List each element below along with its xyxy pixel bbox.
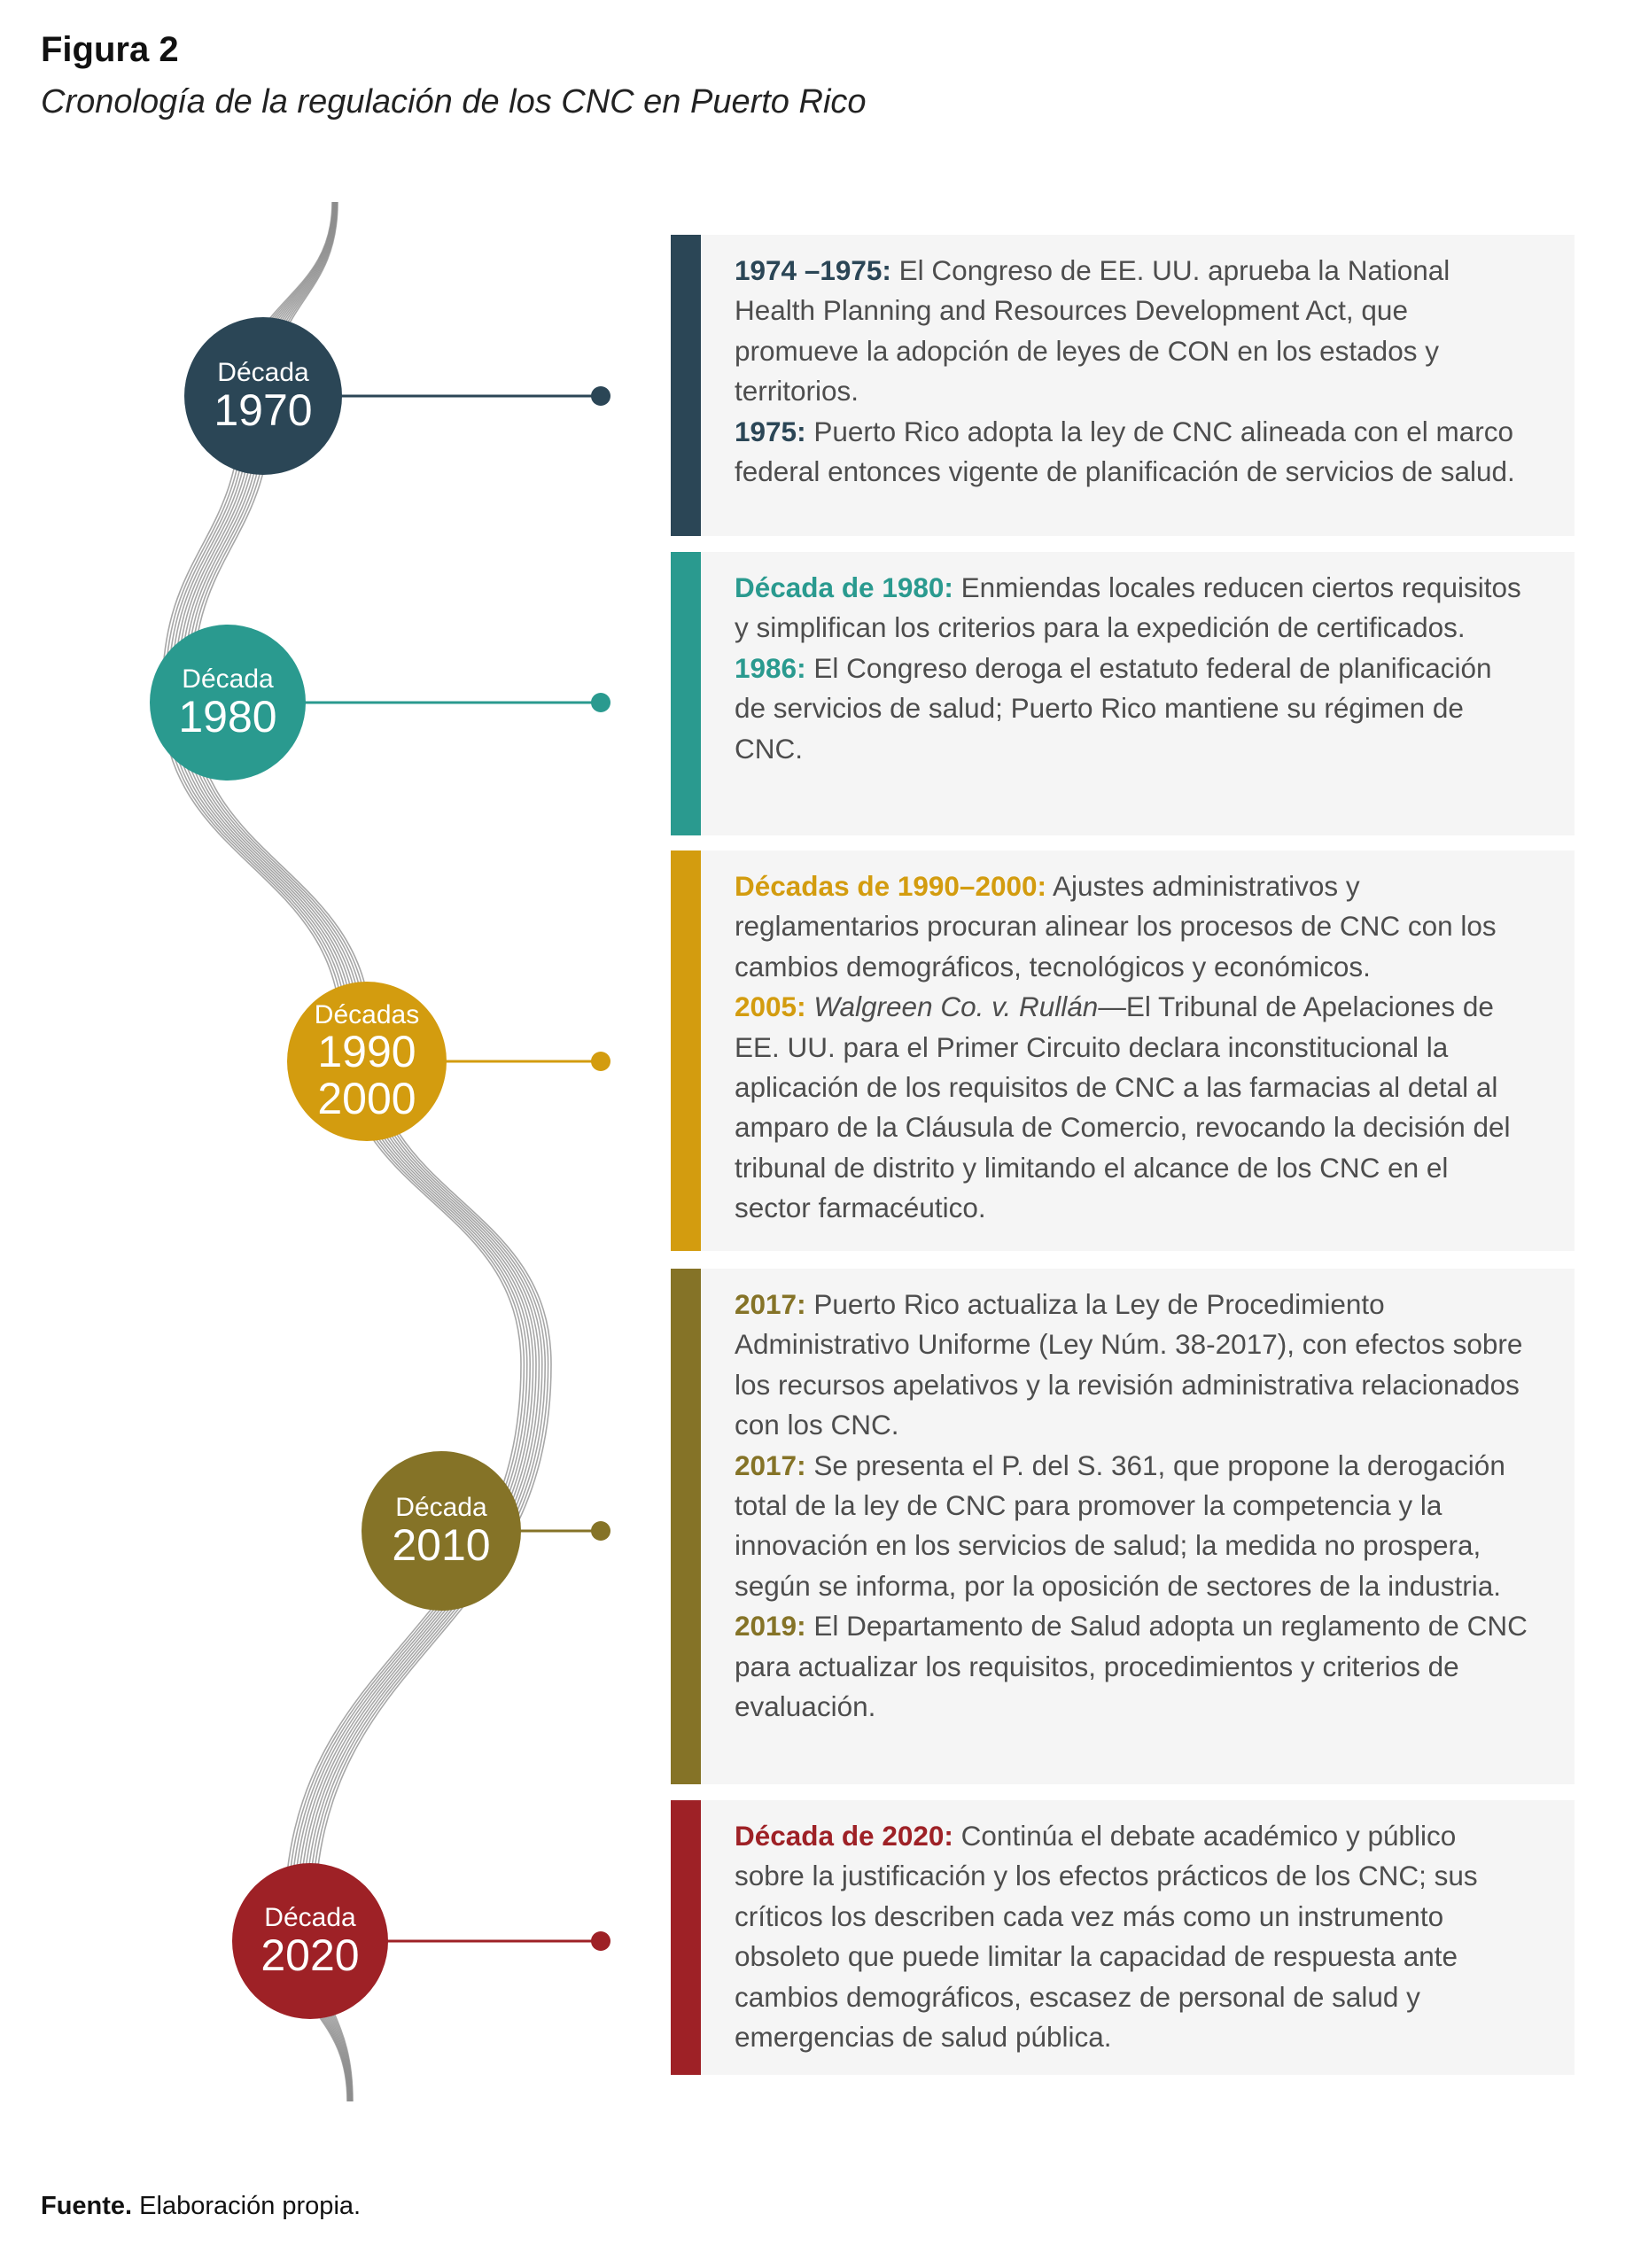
decade-label: Década — [182, 664, 274, 694]
decade-label: Década — [395, 1493, 487, 1522]
entry-text: Ajustes administrativos y reglamentarios… — [735, 870, 1497, 983]
entry-key: 1974 –1975: — [735, 254, 891, 286]
decade-year: 1970 — [214, 384, 313, 435]
decade-year-2: 2000 — [317, 1073, 416, 1123]
timeline-panel-1990-2000: Décadas de 1990–2000: Ajustes administra… — [671, 850, 1575, 1251]
spine-strand — [185, 201, 547, 2102]
panel-entry: 2017: Se presenta el P. del S. 361, que … — [735, 1446, 1530, 1607]
panel-text: Década de 2020: Continúa el debate acadé… — [735, 1816, 1530, 2057]
spine-strand — [164, 201, 525, 2102]
panel-entry: Década de 2020: Continúa el debate acadé… — [735, 1816, 1530, 2057]
entry-key: Década de 2020: — [735, 1820, 953, 1852]
decade-1990-2000-circle: Décadas 1990 2000 — [287, 982, 447, 1141]
entry-text: El Departamento de Salud adopta un regla… — [735, 1610, 1528, 1723]
panel-entry: Década de 1980: Enmiendas locales reduce… — [735, 568, 1530, 649]
timeline-panel-2010: 2017: Puerto Rico actualiza la Ley de Pr… — [671, 1269, 1575, 1784]
spine-strand — [167, 201, 528, 2102]
panel-entry: 2019: El Departamento de Salud adopta un… — [735, 1606, 1530, 1727]
panel-accent-bar — [671, 552, 701, 835]
spine-strand — [170, 201, 532, 2102]
entry-key: 1986: — [735, 651, 806, 684]
panel-accent-bar — [671, 1800, 701, 2075]
source-label: Fuente. — [41, 2192, 133, 2220]
panel-entry: 1974 –1975: El Congreso de EE. UU. aprue… — [735, 251, 1530, 412]
connectors — [228, 386, 610, 1951]
decade-label: Década — [217, 358, 309, 387]
spine-strand — [173, 201, 534, 2102]
entry-key: 1975: — [735, 415, 806, 447]
panel-entry: 1986: El Congreso deroga el estatuto fed… — [735, 649, 1530, 769]
entry-text: —El Tribunal de Apelaciones de EE. UU. p… — [735, 990, 1511, 1224]
entry-text: Se presenta el P. del S. 361, que propon… — [735, 1449, 1505, 1602]
timeline-panel-1970: 1974 –1975: El Congreso de EE. UU. aprue… — [671, 235, 1575, 536]
decade-1970-circle: Década 1970 — [184, 317, 342, 475]
panel-accent-bar — [671, 850, 701, 1251]
entry-text: Enmiendas locales reducen ciertos requis… — [735, 571, 1521, 644]
entry-text: Puerto Rico actualiza la Ley de Procedim… — [735, 1288, 1523, 1441]
spine-strand — [161, 201, 522, 2102]
decade-label: Décadas — [314, 999, 420, 1029]
panel-text: 1974 –1975: El Congreso de EE. UU. aprue… — [735, 251, 1530, 492]
panel-entry: 2017: Puerto Rico actualiza la Ley de Pr… — [735, 1285, 1530, 1446]
decade-2020-circle: Década 2020 — [232, 1863, 388, 2019]
decade-1980-circle: Década 1980 — [150, 625, 306, 781]
panel-text: Década de 1980: Enmiendas locales reduce… — [735, 568, 1530, 769]
panel-accent-bar — [671, 1269, 701, 1784]
decade-year: 1990 — [317, 1027, 416, 1077]
panel-text: 2017: Puerto Rico actualiza la Ley de Pr… — [735, 1285, 1530, 1727]
spine-strand — [176, 201, 537, 2102]
decade-year: 1980 — [178, 691, 277, 742]
panel-entry: 2005: Walgreen Co. v. Rullán—El Tribunal… — [735, 987, 1530, 1228]
spine-strand — [182, 201, 543, 2102]
entry-case-name: Walgreen Co. v. Rullán — [813, 990, 1099, 1023]
timeline-panel-1980: Década de 1980: Enmiendas locales reduce… — [671, 552, 1575, 835]
decade-2010-circle: Década 2010 — [362, 1451, 521, 1611]
spine-strand — [191, 201, 552, 2102]
figure-subtitle: Cronología de la regulación de los CNC e… — [41, 83, 867, 120]
panel-entry: 1975: Puerto Rico adopta la ley de CNC a… — [735, 412, 1530, 493]
timeline-panel-2020: Década de 2020: Continúa el debate acadé… — [671, 1800, 1575, 2075]
entry-text: Continúa el debate académico y público s… — [735, 1820, 1478, 2054]
decade-year: 2020 — [261, 1930, 360, 1980]
source-note: Fuente. Elaboración propia. — [41, 2192, 361, 2221]
entry-text: El Congreso deroga el estatuto federal d… — [735, 651, 1492, 765]
decade-year: 2010 — [392, 1519, 491, 1570]
entry-key: 2005: — [735, 990, 806, 1023]
panel-accent-bar — [671, 235, 701, 536]
entry-key: 2019: — [735, 1610, 806, 1643]
entry-key: 2017: — [735, 1449, 806, 1481]
connector-dot — [591, 1052, 610, 1071]
entry-key: Década de 1980: — [735, 571, 953, 603]
connector-dot — [591, 1521, 610, 1541]
spine-strands — [161, 201, 552, 2102]
entry-key: Décadas de 1990–2000: — [735, 870, 1047, 902]
entry-key: 2017: — [735, 1288, 806, 1320]
connector-dot — [591, 1931, 610, 1951]
panel-entry: Décadas de 1990–2000: Ajustes administra… — [735, 866, 1530, 987]
connector-dot — [591, 693, 610, 712]
spine-strand — [179, 201, 540, 2102]
entry-text: Puerto Rico adopta la ley de CNC alinead… — [735, 415, 1515, 488]
panel-text: Décadas de 1990–2000: Ajustes administra… — [735, 866, 1530, 1229]
entry-text: El Congreso de EE. UU. aprueba la Nation… — [735, 254, 1450, 408]
source-text: Elaboración propia. — [132, 2192, 362, 2220]
decade-label: Década — [264, 1903, 356, 1932]
figure-title: Figura 2 — [41, 30, 179, 69]
spine-strand — [188, 201, 549, 2102]
connector-dot — [591, 386, 610, 406]
